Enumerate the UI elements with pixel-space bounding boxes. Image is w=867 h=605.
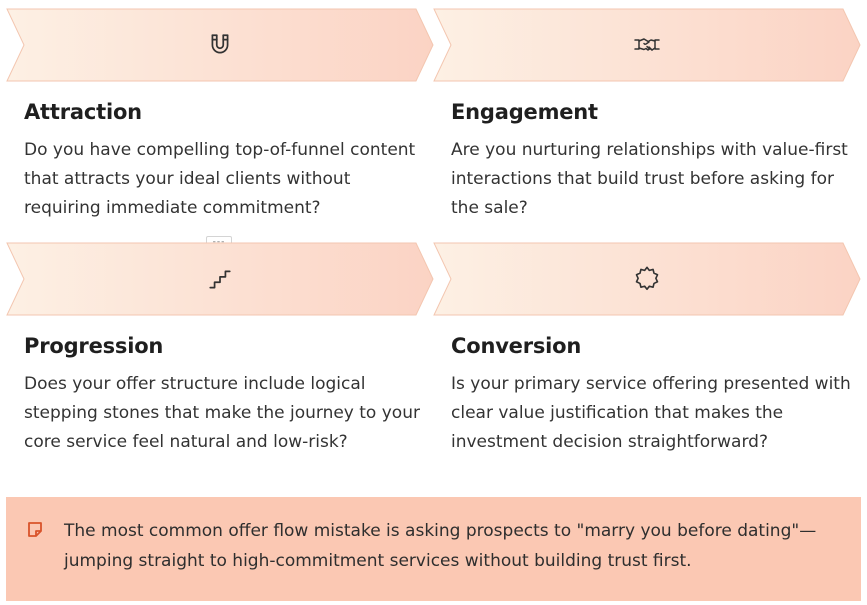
- chevron-shape: [433, 8, 861, 82]
- stage-description: Does your offer structure include logica…: [24, 374, 420, 452]
- handshake-icon: [633, 31, 661, 59]
- sticky-note-icon: [26, 521, 44, 539]
- stage-title: Progression: [24, 334, 164, 358]
- chevron-banner: [6, 8, 434, 82]
- chevron-banner: [6, 242, 434, 316]
- chevron-shape: [433, 242, 861, 316]
- stage-description: Do you have compelling top-of-funnel con…: [24, 140, 416, 218]
- stairs-icon: [206, 265, 234, 293]
- stage-attraction: Attraction Do you have compelling top-of…: [6, 8, 436, 223]
- callout-note: The most common offer flow mistake is as…: [6, 497, 861, 601]
- callout-text: The most common offer flow mistake is as…: [64, 521, 817, 571]
- chevron-banner: [433, 8, 861, 82]
- chevron-shape: [6, 8, 434, 82]
- stage-title: Engagement: [451, 100, 598, 124]
- magnet-icon: [206, 31, 234, 59]
- stage-description: Are you nurturing relationships with val…: [451, 140, 848, 218]
- stage-description: Is your primary service offering present…: [451, 374, 851, 452]
- stage-engagement: Engagement Are you nurturing relationshi…: [433, 8, 863, 223]
- stage-title: Attraction: [24, 100, 142, 124]
- stage-title: Conversion: [451, 334, 582, 358]
- stage-conversion: Conversion Is your primary service offer…: [433, 242, 863, 457]
- chevron-banner: [433, 242, 861, 316]
- badge-icon: [633, 265, 661, 293]
- stage-progression: Progression Does your offer structure in…: [6, 242, 436, 457]
